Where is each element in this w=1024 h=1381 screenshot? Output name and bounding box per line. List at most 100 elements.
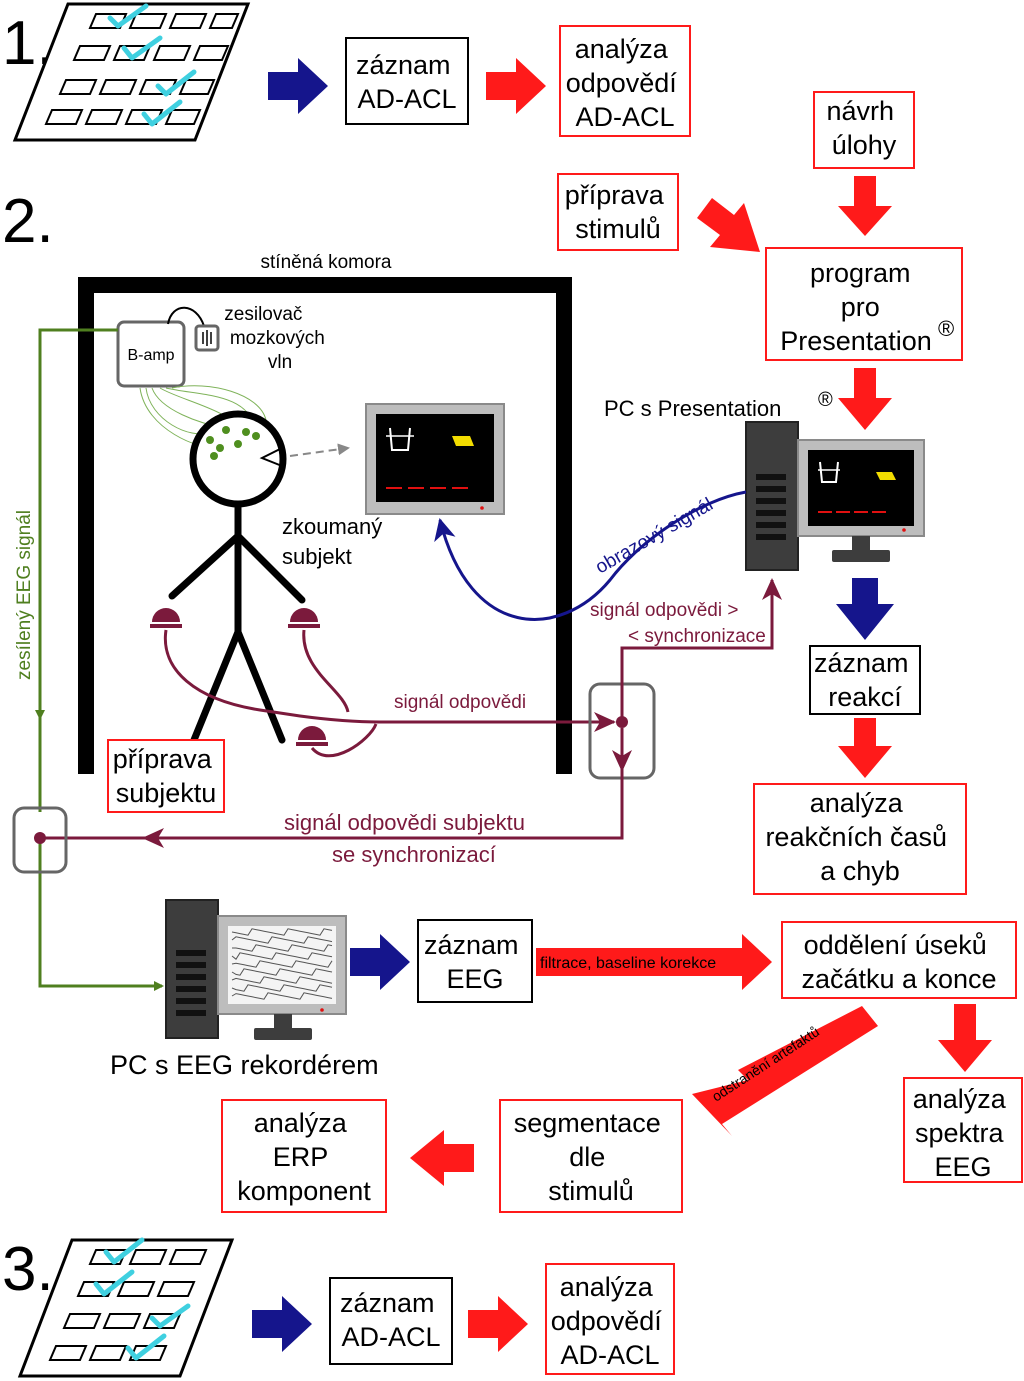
analysis-step3-line1: analýza [560, 1272, 654, 1302]
analysis-box-step1 [559, 25, 691, 137]
response-cables [163, 629, 381, 758]
subject-prep-line2: subjektu [116, 778, 217, 808]
eeg-recorder-pc [165, 899, 347, 1040]
segmentation-box [499, 1099, 683, 1213]
program-line2: pro [841, 292, 880, 322]
spectrum-line3: EEG [934, 1152, 991, 1182]
erp-line3: komponent [237, 1176, 371, 1206]
record-step3-line2: AD-ACL [341, 1322, 440, 1352]
separation-line2: začátku a konce [801, 964, 996, 994]
blue-arrow-step1 [268, 58, 328, 114]
svg-text:analýza odpovědí AD-AC: analýza odpovědí AD-ACL [566, 34, 685, 132]
b-amp-box [116, 320, 186, 388]
sync-return-line [142, 770, 624, 848]
filter-label: filtrace, baseline korekce [540, 955, 716, 972]
erp-line1: analýza [254, 1108, 348, 1138]
analysis-step3-line3: AD-ACL [560, 1340, 659, 1370]
record-step1-line1: záznam [356, 50, 451, 80]
analysis-box-step3 [545, 1263, 675, 1375]
reaction-analysis-line3: a chyb [820, 856, 900, 886]
svg-text:analýza reakčních časů: analýza reakčních časů a chyb [765, 788, 954, 886]
gaze-arrow [289, 443, 350, 457]
blue-arrow-pc-to-eeg [350, 934, 410, 990]
segmentation-line3: stimulů [548, 1176, 634, 1206]
eeg-signal-label: zesílený EEG signál [14, 510, 35, 680]
stimulus-prep-line1: příprava [565, 180, 665, 210]
spectrum-line1: analýza [913, 1084, 1007, 1114]
presentation-pc-label: PC s Presentation [604, 396, 781, 421]
erp-line2: ERP [273, 1142, 328, 1172]
video-signal-label: obrazový signál [592, 494, 717, 578]
reaction-analysis-line1: analýza [810, 788, 904, 818]
eeg-trace [231, 968, 333, 976]
subject-label-line1: zkoumaný [282, 514, 382, 539]
blue-arrow-pc-to-reactions [836, 578, 894, 640]
svg-text:návrh úlohy: návrh úlohy [826, 96, 901, 160]
subject-head [189, 410, 287, 508]
eeg-record-line2: EEG [446, 964, 503, 994]
svg-text:oddělení úseků začátku a k: oddělení úseků začátku a konce [801, 930, 996, 994]
stimulus-prep-line2: stimulů [575, 214, 661, 244]
eeg-trace [231, 936, 333, 944]
response-button-right [288, 608, 320, 628]
eeg-pc-label: PC s EEG rekordérem [110, 1050, 379, 1080]
spectrum-box [903, 1077, 1023, 1183]
b-amp-label: B-amp [127, 347, 174, 364]
separation-line1: oddělení úseků [804, 930, 987, 960]
sync-node-left [34, 832, 46, 844]
task-design-box [813, 91, 915, 169]
program-line1: program [810, 258, 911, 288]
reaction-record-line2: reakcí [828, 682, 902, 712]
red-arrow-separation-to-spectrum [938, 1004, 992, 1072]
task-design-line1: návrh [826, 96, 894, 126]
eeg-trace [231, 984, 333, 992]
program-registered-mark: ® [938, 316, 954, 341]
red-arrow-stimuli-to-program [697, 198, 760, 252]
presentation-pc-tower [745, 421, 799, 571]
segmentation-line2: dle [569, 1142, 605, 1172]
reaction-analysis-box [753, 783, 967, 895]
response-sync-label-a: signál odpovědi > [590, 600, 738, 621]
record-step1-line2: AD-ACL [357, 84, 456, 114]
subject-figure [168, 410, 306, 744]
program-line3: Presentation [780, 326, 932, 356]
eeg-trace [232, 944, 333, 952]
reaction-analysis-line2: reakčních časů [765, 822, 947, 852]
svg-text:záznam AD-ACL: záznam AD-ACL [356, 50, 458, 114]
step-number-3: 3. [2, 1235, 54, 1304]
response-subject-label-b: se synchronizací [332, 842, 496, 867]
svg-text:analýza odpovědí AD-AC: analýza odpovědí AD-ACL [551, 1272, 670, 1370]
svg-text:záznam reakcí: záznam reakcí [814, 648, 916, 712]
step-number-2: 2. [2, 187, 54, 256]
analysis-step1-line3: AD-ACL [575, 102, 674, 132]
record-box-step3 [329, 1277, 453, 1365]
svg-text:program pro Presentati: program pro Presentation [780, 258, 932, 356]
analysis-step1-line1: analýza [575, 34, 669, 64]
subject-prep-line1: příprava [113, 744, 213, 774]
subject-label-line2: subjekt [282, 544, 352, 569]
blue-arrow-step3 [252, 1296, 312, 1352]
svg-text:analýza ERP komponent: analýza ERP komponent [237, 1108, 371, 1206]
erp-box [221, 1099, 387, 1213]
red-arrow-reactions-to-analysis [838, 718, 892, 778]
eeg-trace [231, 976, 333, 984]
subject-prep-box [107, 739, 225, 813]
record-step3-line1: záznam [340, 1288, 435, 1318]
eeg-record-line1: záznam [424, 930, 519, 960]
svg-text:záznam EEG: záznam EEG [424, 930, 526, 994]
svg-text:záznam AD-ACL: záznam AD-ACL [340, 1288, 442, 1352]
separation-box [781, 921, 1017, 999]
red-arrow-step3 [468, 1296, 528, 1352]
response-subject-label-a: signál odpovědi subjektu [284, 810, 525, 835]
checklist-icon-step3 [17, 1237, 235, 1378]
amp-label-line1: zesilovač [224, 304, 302, 325]
red-arrow-segmentation-to-erp [410, 1130, 474, 1186]
response-button-left [150, 608, 182, 628]
chamber-walls [78, 277, 572, 774]
sync-hub-left [12, 806, 68, 874]
artifact-arrow [692, 1006, 878, 1136]
record-box-step1 [345, 37, 469, 125]
eeg-pc-tower [165, 899, 219, 1039]
svg-text:příprava stimulů: příprava stimulů [565, 180, 672, 244]
